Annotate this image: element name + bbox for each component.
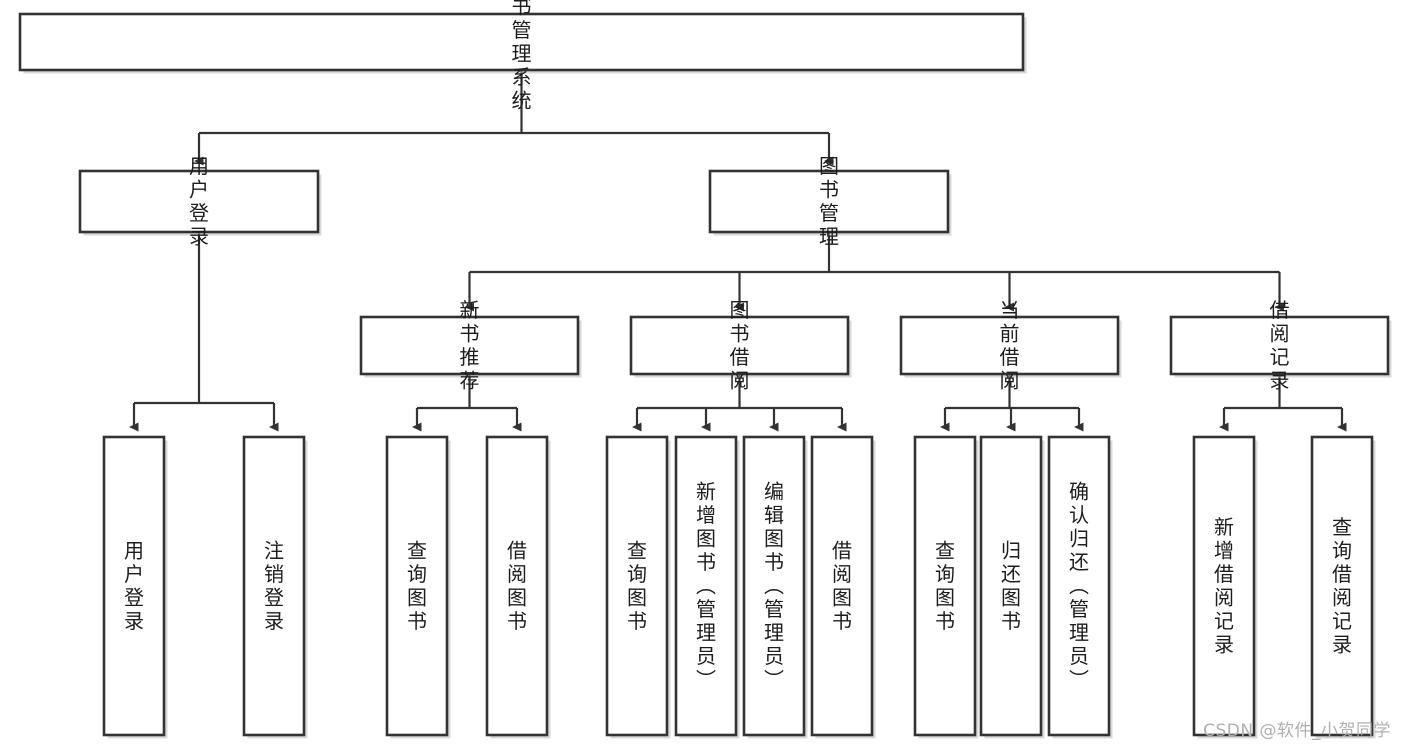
node-boxes: 图书管理系统用户登录图书管理新书推荐图书借阅当前借阅借阅记录用户登录注销登录查询… <box>18 0 1392 739</box>
node-leaf-current-query[interactable]: 查询图书 <box>913 435 979 739</box>
node-label: 确认归还︵管理员︶ <box>1069 480 1089 692</box>
node-record[interactable]: 借阅记录 <box>1169 298 1392 393</box>
node-box[interactable] <box>385 435 449 737</box>
node-leaf-borrow-query[interactable]: 查询图书 <box>605 435 671 739</box>
node-leaf-current-confirm[interactable]: 确认归还︵管理员︶ <box>1047 435 1113 739</box>
node-box[interactable] <box>1169 315 1390 376</box>
node-box[interactable] <box>242 435 306 737</box>
node-box[interactable] <box>1047 435 1111 737</box>
node-box[interactable] <box>742 435 806 737</box>
node-label: 用户登录 <box>189 154 209 249</box>
node-box[interactable] <box>485 435 549 737</box>
node-box[interactable] <box>979 435 1043 737</box>
node-label: 图书管理系统 <box>512 0 532 112</box>
node-current[interactable]: 当前借阅 <box>899 298 1122 393</box>
node-box[interactable] <box>899 315 1120 376</box>
node-leaf-borrow-add[interactable]: 新增图书︵管理员︶ <box>674 435 740 739</box>
node-box[interactable] <box>674 435 738 737</box>
node-label: 当前借阅 <box>1000 298 1020 393</box>
node-newbook[interactable]: 新书推荐 <box>359 298 582 393</box>
node-leaf-record-query[interactable]: 查询借阅记录 <box>1310 435 1376 739</box>
node-box[interactable] <box>913 435 977 737</box>
node-label: 编辑图书︵管理员︶ <box>764 480 784 692</box>
node-box[interactable] <box>629 315 850 376</box>
node-label: 图书借阅 <box>730 298 750 393</box>
node-box[interactable] <box>1192 435 1256 737</box>
connector-edges <box>129 70 1347 432</box>
node-label: 借阅图书 <box>832 538 852 633</box>
node-label: 查询图书 <box>407 538 427 633</box>
node-label: 新书推荐 <box>460 298 480 393</box>
node-label: 注销登录 <box>264 538 284 633</box>
node-leaf-borrow-lend[interactable]: 借阅图书 <box>810 435 876 739</box>
node-box[interactable] <box>102 435 166 737</box>
node-label: 新增图书︵管理员︶ <box>696 480 716 692</box>
node-leaf-new-borrow[interactable]: 借阅图书 <box>485 435 551 739</box>
node-label: 查询图书 <box>935 538 955 633</box>
node-leaf-user-login[interactable]: 用户登录 <box>102 435 168 739</box>
node-leaf-borrow-edit[interactable]: 编辑图书︵管理员︶ <box>742 435 808 739</box>
node-borrow[interactable]: 图书借阅 <box>629 298 852 393</box>
node-leaf-record-add[interactable]: 新增借阅记录 <box>1192 435 1258 739</box>
node-leaf-new-query[interactable]: 查询图书 <box>385 435 451 739</box>
node-label: 用户登录 <box>124 538 144 633</box>
node-box[interactable] <box>18 12 1025 72</box>
node-bookmgmt[interactable]: 图书管理 <box>708 154 952 249</box>
node-box[interactable] <box>78 169 320 234</box>
node-label: 归还图书 <box>1001 538 1021 633</box>
node-box[interactable] <box>605 435 669 737</box>
node-leaf-user-logout[interactable]: 注销登录 <box>242 435 308 739</box>
node-label: 借阅图书 <box>507 538 527 633</box>
node-leaf-current-return[interactable]: 归还图书 <box>979 435 1045 739</box>
node-label: 图书管理 <box>819 154 839 249</box>
node-box[interactable] <box>1310 435 1374 737</box>
node-root[interactable]: 图书管理系统 <box>18 0 1027 112</box>
node-label: 查询借阅记录 <box>1332 515 1352 657</box>
node-label: 借阅记录 <box>1270 298 1290 393</box>
node-login[interactable]: 用户登录 <box>78 154 322 249</box>
node-label: 查询图书 <box>627 538 647 633</box>
node-label: 新增借阅记录 <box>1214 515 1234 657</box>
node-box[interactable] <box>810 435 874 737</box>
node-box[interactable] <box>359 315 580 376</box>
node-box[interactable] <box>708 169 950 234</box>
